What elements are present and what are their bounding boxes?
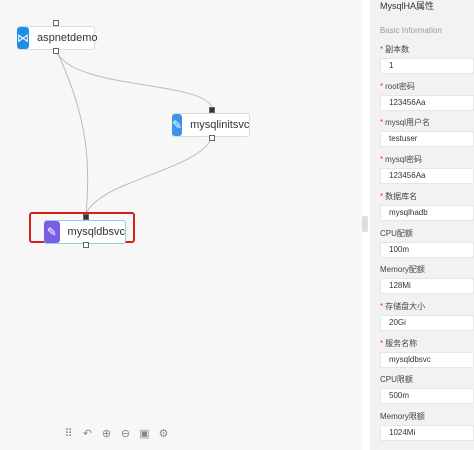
field-label: *root密码 — [380, 81, 474, 91]
field-input[interactable]: 128Mi — [380, 278, 474, 295]
panel-title: MysqlHA属性 — [380, 1, 435, 11]
form-field: CPU配额 100m — [380, 228, 474, 258]
field-label-text: root密码 — [385, 81, 415, 91]
field-label: *数据库名 — [380, 191, 474, 201]
settings-icon[interactable]: ⚙ — [158, 427, 169, 440]
field-label: CPU限额 — [380, 374, 474, 384]
field-input[interactable]: 500m — [380, 388, 474, 405]
edge-layer — [55, 49, 213, 215]
node-label: mysqlinitsvc — [190, 119, 250, 131]
graph-canvas[interactable]: ⋈ aspnetdemo ✎ mysqlinitsvc ✎ mysqldbsvc… — [0, 0, 362, 450]
panel-collapse-handle[interactable] — [362, 216, 368, 232]
form-field: *服务名称 mysqldbsvc — [380, 338, 474, 368]
field-label-text: CPU配额 — [380, 228, 413, 238]
field-input[interactable]: 1024Mi — [380, 425, 474, 441]
required-marker: * — [380, 191, 384, 201]
form-field: Memory限额 1024Mi — [380, 411, 474, 441]
dolphin-icon: ✎ — [44, 221, 60, 243]
field-label-text: Memory配额 — [380, 265, 425, 275]
field-input[interactable]: 1 — [380, 58, 474, 74]
node-aspnetdemo[interactable]: ⋈ aspnetdemo — [17, 26, 98, 50]
required-marker: * — [380, 45, 384, 54]
edge-aspnet-db — [55, 49, 89, 215]
form-field: CPU限额 500m — [380, 374, 474, 405]
dolphin-icon: ✎ — [172, 114, 183, 136]
field-label: *存储盘大小 — [380, 301, 474, 311]
field-label-text: 副本数 — [385, 45, 410, 54]
field-label-text: Memory限额 — [380, 412, 425, 421]
field-input[interactable]: 20Gi — [380, 314, 474, 331]
node-label: mysqldbsvc — [67, 226, 125, 238]
canvas-toolbar: ⠿ ↶ ⊕ ⊖ ▣ ⚙ — [62, 424, 170, 442]
field-label-text: CPU限额 — [380, 375, 413, 385]
required-marker: * — [380, 118, 384, 128]
field-input[interactable]: testuser — [380, 131, 474, 148]
form-field: Memory配额 128Mi — [380, 264, 474, 295]
undo-icon[interactable]: ↶ — [82, 427, 93, 440]
db-bottom-port[interactable] — [83, 242, 89, 248]
required-marker: * — [380, 155, 384, 165]
field-input[interactable]: mysqldbsvc — [380, 351, 474, 368]
field-label: *mysql密码 — [380, 154, 474, 164]
field-label-text: mysql密码 — [385, 155, 423, 165]
drag-handle-icon[interactable]: ⠿ — [64, 427, 73, 440]
field-label-text: 数据库名 — [385, 191, 418, 201]
required-marker: * — [380, 81, 384, 91]
form-field: *root密码 123456Aa — [380, 81, 474, 111]
edge-init-db — [85, 136, 213, 215]
zoom-out-icon[interactable]: ⊖ — [120, 427, 131, 440]
aspnet-bottom-port[interactable] — [53, 48, 59, 54]
field-label: *副本数 — [380, 44, 474, 54]
field-input[interactable]: 123456Aa — [380, 168, 474, 185]
save-icon[interactable]: ▣ — [139, 427, 150, 440]
node-label: aspnetdemo — [37, 32, 98, 44]
field-label-text: 存储盘大小 — [385, 301, 426, 311]
deploy-icon: ⋈ — [17, 27, 29, 49]
form-field: *mysql用户名 testuser — [380, 117, 474, 148]
field-label: Memory配额 — [380, 264, 474, 274]
form-field: *mysql密码 123456Aa — [380, 154, 474, 185]
edge-aspnet-init — [55, 49, 213, 108]
zoom-in-icon[interactable]: ⊕ — [101, 427, 112, 440]
field-label: CPU配额 — [380, 228, 474, 238]
field-label: *服务名称 — [380, 338, 474, 348]
required-marker: * — [380, 301, 384, 311]
node-mysqlinitsvc[interactable]: ✎ mysqlinitsvc — [172, 113, 250, 137]
required-marker: * — [380, 338, 384, 348]
aspnet-top-port[interactable] — [53, 20, 59, 26]
form-field: *副本数 1 — [380, 44, 474, 74]
db-top-port[interactable] — [83, 214, 89, 220]
field-label: *mysql用户名 — [380, 117, 474, 127]
form-field: *数据库名 mysqlhadb — [380, 191, 474, 221]
field-label-text: 服务名称 — [385, 338, 418, 348]
field-input[interactable]: mysqlhadb — [380, 204, 474, 221]
init-top-port[interactable] — [209, 107, 215, 113]
form-field: *存储盘大小 20Gi — [380, 301, 474, 331]
field-input[interactable]: 100m — [380, 241, 474, 258]
field-input[interactable]: 123456Aa — [380, 94, 474, 111]
section-title: Basic Information — [380, 26, 442, 35]
field-label: Memory限额 — [380, 411, 474, 421]
field-label-text: mysql用户名 — [385, 118, 431, 128]
node-mysqldbsvc[interactable]: ✎ mysqldbsvc — [44, 220, 126, 244]
init-bottom-port[interactable] — [209, 135, 215, 141]
